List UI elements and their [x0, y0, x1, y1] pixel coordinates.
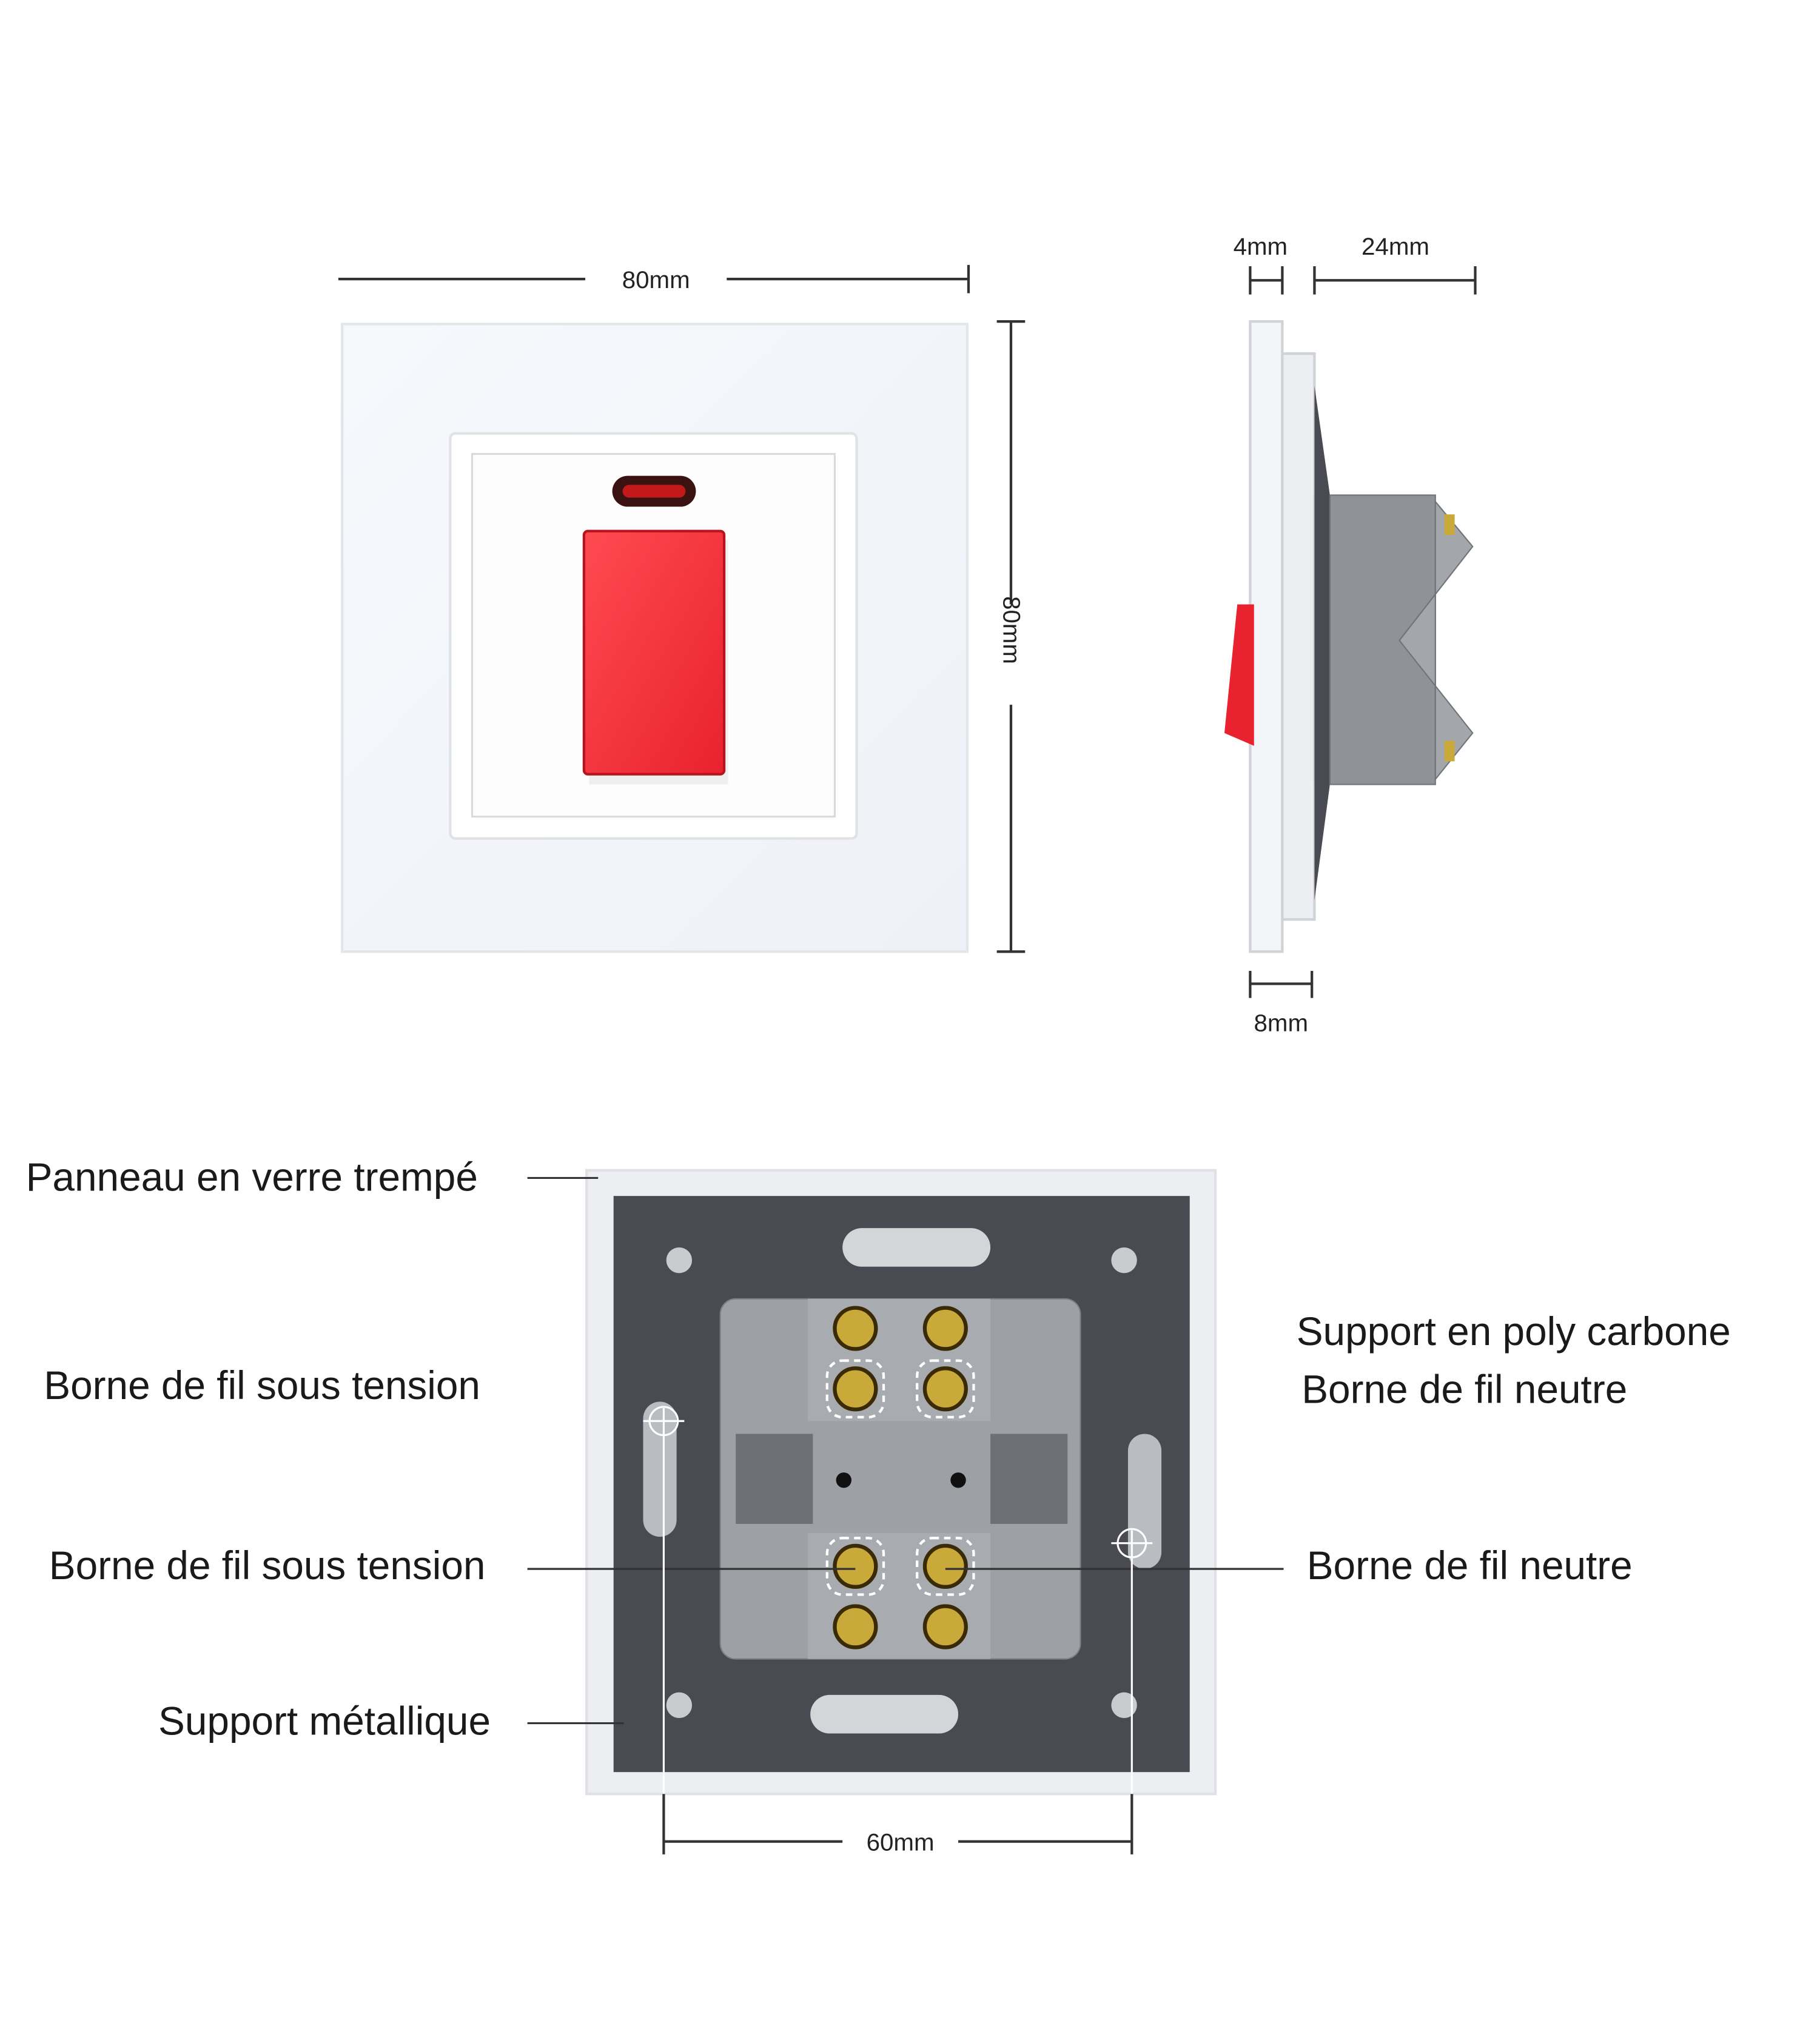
label-live-terminal: Borne de fil sous tension: [49, 1543, 486, 1588]
frame-thickness-label: 8mm: [1254, 1010, 1309, 1037]
rocker-button: [582, 529, 726, 776]
side-rocker: [1224, 604, 1254, 746]
label-neutral-terminal: Borne de fil neutre: [1307, 1543, 1633, 1588]
front-width-label: 80mm: [622, 266, 690, 294]
dimension-front-height: [996, 320, 1026, 953]
dimension-side: [1249, 266, 1477, 998]
side-frame: [1281, 352, 1316, 921]
leader-lines: [527, 1176, 1284, 1725]
depth-label: 24mm: [1362, 233, 1429, 260]
label-metal-support: Support métallique: [158, 1699, 491, 1743]
dimension-front-width: [338, 264, 970, 294]
label-neutral-terminal-top: Borne de fil neutre: [1301, 1367, 1627, 1412]
front-view: [341, 323, 969, 953]
plate-thickness-label: 4mm: [1234, 233, 1288, 260]
front-height-label: 80mm: [998, 596, 1025, 664]
label-live-terminal-top: Borne de fil sous tension: [44, 1363, 480, 1408]
fixing-distance-label: 60mm: [867, 1829, 935, 1856]
label-polycarbonate-support: Support en poly carbone: [1297, 1309, 1731, 1354]
side-glass: [1249, 320, 1284, 953]
side-view: [1224, 320, 1474, 953]
dimension-fixing: [662, 1794, 1133, 1854]
label-tempered-glass: Panneau en verre trempé: [26, 1155, 478, 1200]
back-view: [585, 1169, 1217, 1796]
